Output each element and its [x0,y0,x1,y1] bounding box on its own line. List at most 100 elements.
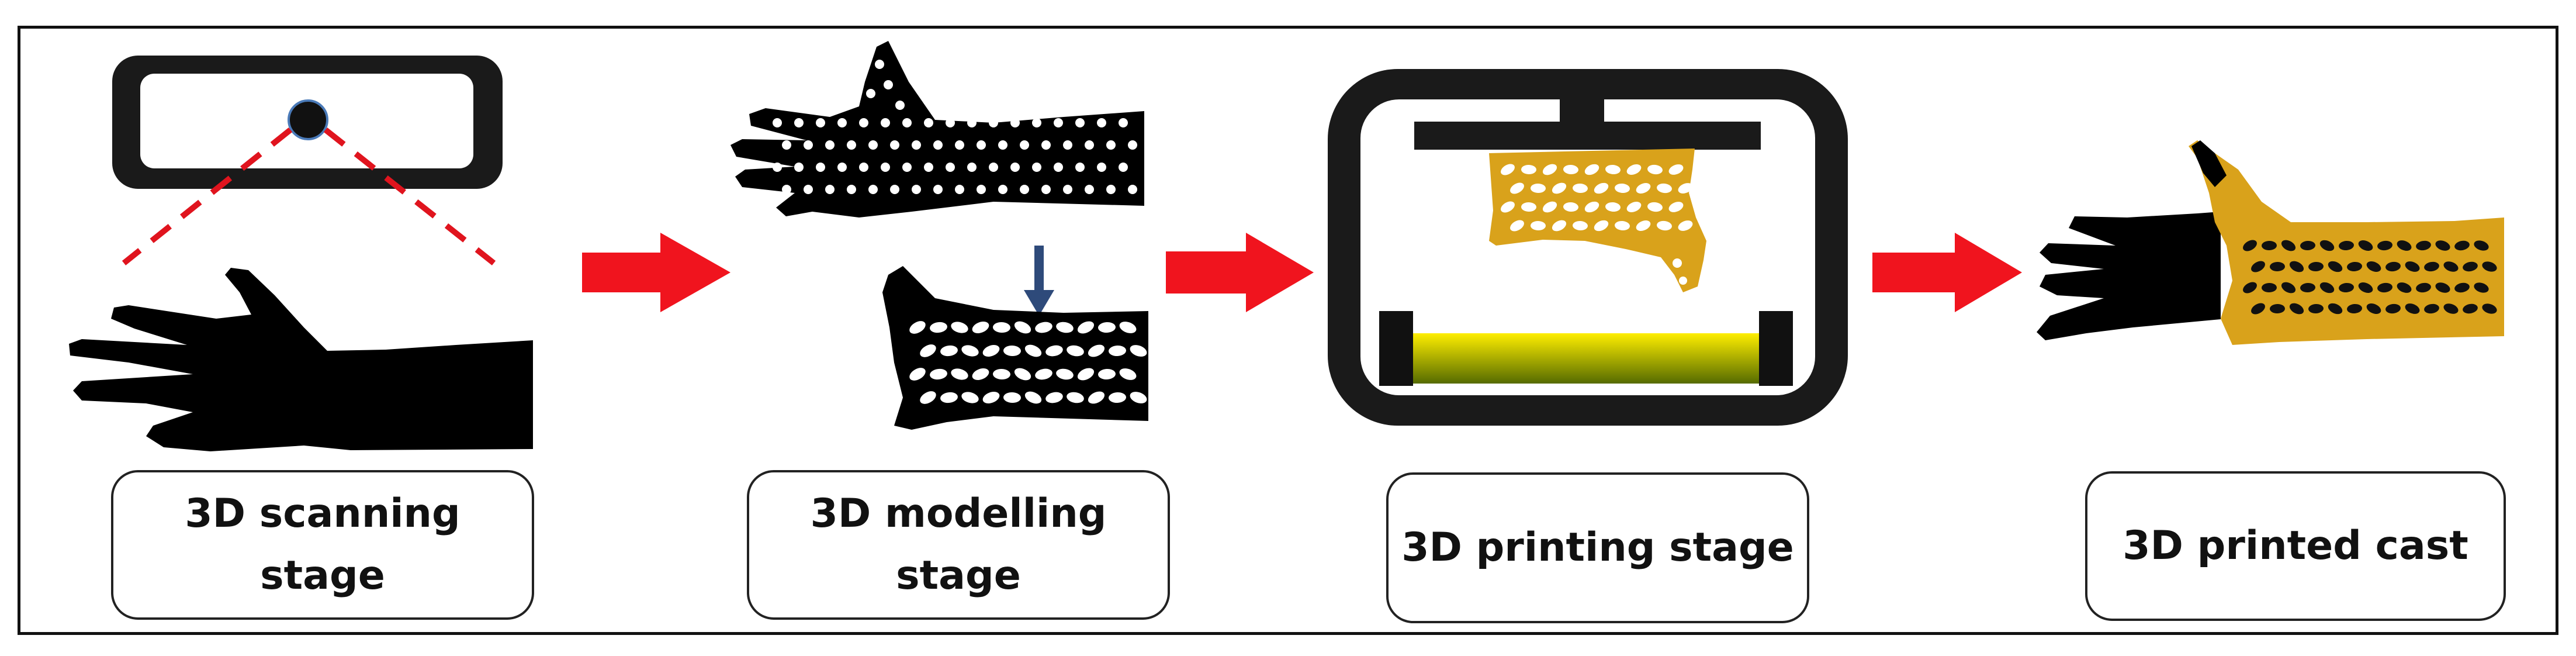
perforation-dot [2463,303,2478,314]
perforation-dot [1010,163,1020,172]
perforation-dot [2454,240,2470,251]
perforation-dot [1024,391,1042,404]
perforation-dot [816,118,825,127]
perforation-dot [825,185,835,194]
perforation-dot [2435,240,2450,251]
perforation-dot [1032,163,1041,172]
perforation-dot [1098,322,1116,333]
perforation-dot [2366,303,2381,315]
right-arrow-icon [1166,233,1314,312]
perforation-dot [1573,183,1588,194]
perforation-dot [1668,202,1684,212]
perforation-dot [1063,185,1072,194]
perforation-dot [1531,183,1546,194]
perforation-dot [1584,164,1599,175]
perforation-dot [998,140,1007,150]
perforation-dot [1041,140,1051,150]
stage-box-printed-cast: 3D printed cast [2085,471,2506,621]
perforation-dot [2416,282,2431,293]
perforation-dot [2347,261,2362,272]
perforation-dot [881,118,890,127]
perforation-dot [2347,303,2362,314]
perforation-dot [1010,118,1020,127]
perforation-dot [2424,303,2439,314]
perforation-dot [1594,220,1609,232]
perforation-dot [930,368,947,380]
perforation-dot [1679,277,1687,285]
perforation-dot [2397,240,2412,251]
perforation-dot [2281,240,2296,251]
perforation-dot [902,118,912,127]
stage-box-modelling: 3D modelling stage [747,470,1170,620]
perforation-dot [1045,392,1063,403]
perforation-dot [1088,391,1105,404]
perforation-dot [1085,185,1094,194]
perforation-dot [930,322,947,333]
perforation-dot [1106,140,1116,150]
perforation-dot [1510,220,1524,232]
perforation-dot [1032,118,1041,127]
perforation-dot [1636,220,1651,232]
perforation-dot [933,140,943,150]
perforation-dot [1636,182,1651,194]
perforation-dot [1035,322,1052,333]
perforation-dot [868,140,878,150]
perforation-dot [895,101,905,110]
perforation-dot [1024,344,1042,357]
perforation-dot [920,391,936,404]
perforation-dot [1510,182,1524,194]
perforation-dot [1626,201,1642,213]
perforation-dot [816,163,825,172]
perforation-dot [1668,164,1684,175]
perforation-dot [1056,368,1074,380]
perforation-dot [773,118,782,127]
perforation-dot [1657,183,1672,194]
perforation-dot [2377,282,2393,293]
perforation-dot [782,185,791,194]
perforation-dot [1119,163,1128,172]
perforation-dot [961,392,979,403]
perforation-dot [1531,220,1546,231]
perforation-dot [989,118,998,127]
perforation-dot [998,185,1007,194]
perforation-dot [989,163,998,172]
perforation-dot [1130,345,1147,357]
perforation-dot [884,80,893,89]
perforation-dot [1054,118,1063,127]
perforation-dot [1063,140,1072,150]
perforation-dot [866,89,875,98]
perforation-dot [2262,240,2277,251]
perforation-dot [1020,185,1029,194]
stage-box-printing: 3D printing stage [1386,472,1809,623]
right-arrow-icon [582,233,730,312]
perforation-dot [847,185,856,194]
resin-vat-icon [1379,311,1793,386]
perforation-dot [1647,164,1663,175]
perforation-dot [909,321,926,334]
perforation-dot [1605,202,1621,212]
perforation-dot [977,140,986,150]
perforation-dot [2416,240,2431,251]
perforation-dot [1542,201,1557,213]
perforation-dot [1605,164,1621,175]
perforation-dot [2385,303,2401,314]
hand-icon [69,268,533,451]
perforation-dot [909,368,926,381]
perforation-dot [1098,368,1116,380]
perforation-dot [967,163,977,172]
perforation-dot [1097,118,1106,127]
stage-label-scanning: 3D scanning stage [185,491,461,599]
perforation-dot [859,118,868,127]
perforation-dot [951,368,968,380]
perforation-dot [2463,261,2478,272]
perforation-dot [1106,185,1116,194]
perforation-dot [2319,240,2335,251]
perforation-dot [902,163,912,172]
perforation-dot [2405,261,2420,272]
perforation-dot [946,118,955,127]
stage-label-printing: 3D printing stage [1401,524,1794,571]
perforation-dot [2281,282,2296,294]
perforation-dot [946,163,955,172]
perforation-dot [782,140,791,150]
perforation-dot [1501,164,1515,175]
